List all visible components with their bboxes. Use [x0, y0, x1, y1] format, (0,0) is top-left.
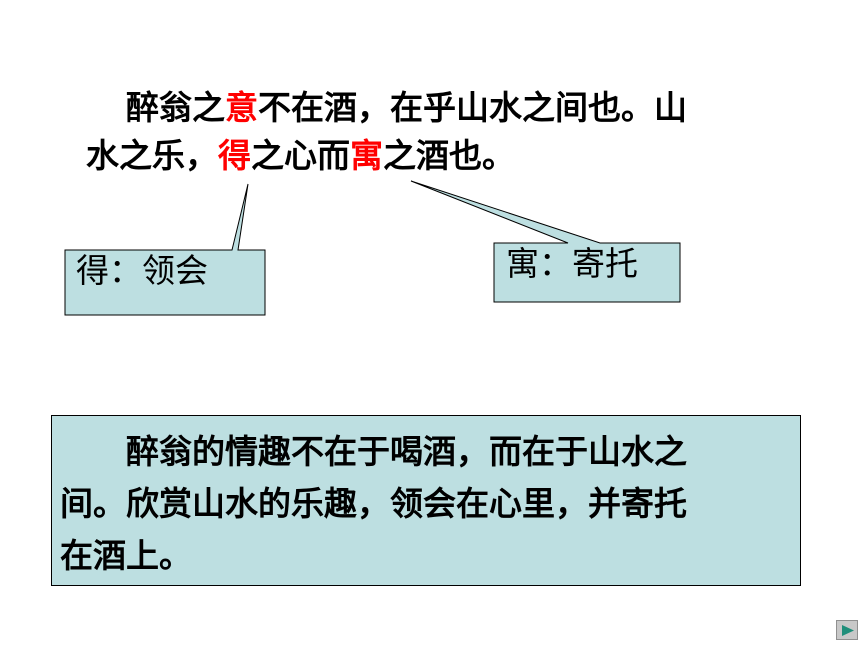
translation-line-1: 醉翁的情趣不在于喝酒，而在于山水之 — [60, 426, 788, 478]
passage-text: 水之乐， — [86, 136, 218, 175]
passage-text: 醉翁之 — [126, 88, 225, 127]
passage-line-1: 醉翁之意不在酒，在乎山水之间也。山 — [86, 84, 786, 132]
translation-line-2: 间。欣赏山水的乐趣，领会在心里，并寄托 — [60, 484, 687, 523]
translation-text: 醉翁的情趣不在于喝酒，而在于山水之 — [126, 432, 687, 471]
keyword-yi: 意 — [225, 88, 258, 127]
translation-line-3: 在酒上。 — [60, 536, 192, 575]
passage-text: 之酒也。 — [383, 136, 515, 175]
passage-line-2: 水之乐，得之心而寓之酒也。 — [86, 132, 786, 180]
callout-de-bubble — [64, 183, 266, 316]
translation-box: 醉翁的情趣不在于喝酒，而在于山水之 间。欣赏山水的乐趣，领会在心里，并寄托 在酒… — [51, 415, 801, 586]
passage-text: 不在酒，在乎山水之间也。山 — [258, 88, 687, 127]
callout-de-label: 得：领会 — [76, 251, 208, 290]
keyword-yu: 寓 — [350, 136, 383, 175]
callout-yu-label: 寓：寄托 — [506, 244, 638, 283]
keyword-de: 得 — [218, 136, 251, 175]
classical-passage: 醉翁之意不在酒，在乎山水之间也。山 水之乐，得之心而寓之酒也。 — [86, 84, 786, 180]
passage-text: 之心而 — [251, 136, 350, 175]
play-triangle-icon — [842, 625, 854, 636]
next-slide-button[interactable] — [836, 620, 858, 640]
callout-yu-bubble — [410, 180, 681, 303]
